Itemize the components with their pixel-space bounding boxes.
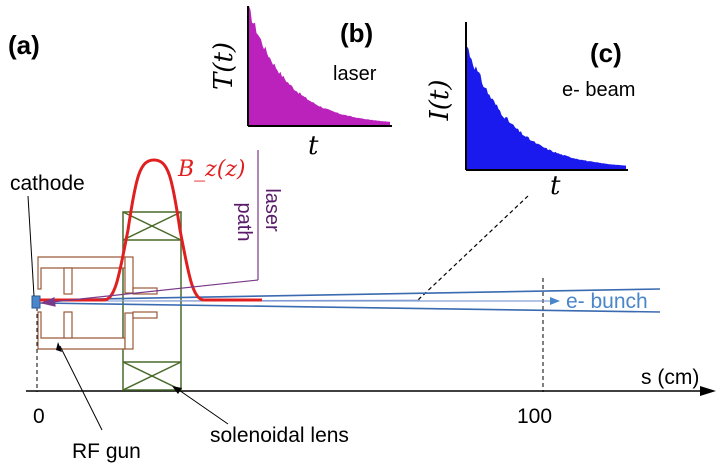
solenoid-leader [175,387,229,425]
inset-c-ylabel: I(t) [425,79,455,121]
bunch-arrowhead [550,297,560,305]
laser-path-label-2: path [233,203,255,242]
inset-c-caption: e- beam [562,79,635,101]
rf-gun-leader-head [56,342,62,352]
panel-label-b: (b) [340,18,373,48]
rf-gun [37,256,158,350]
panel-label-c: (c) [590,38,622,68]
rf-gun-leader [59,345,103,431]
tick-label-0: 0 [33,405,45,428]
s-axis-arrowhead [700,386,716,396]
inset-b-caption: laser [333,63,377,85]
bunch-label: e- bunch [566,290,648,313]
solenoid-leader-head [172,386,182,394]
inset-b-xlabel: t [308,131,319,161]
rf-gun-label: RF gun [72,440,141,463]
ebeam-profile-fill [467,46,626,169]
solenoid-label: solenoidal lens [210,424,349,447]
s-axis: s (cm) 0 100 [26,366,716,428]
laser-profile-fill [249,6,390,125]
bz-label: B_z(z) [177,157,246,182]
bz-field-curve [40,158,262,302]
inset-c-ebeam-profile: I(t) t e- beam [425,22,635,201]
inset-b-ylabel: T(t) [209,42,239,90]
panel-label-a: (a) [8,30,40,60]
beam-envelope [39,288,661,313]
inset-c-xlabel: t [550,171,561,201]
inset-b-laser-profile: T(t) t laser [209,6,392,161]
s-axis-label: s (cm) [641,366,699,389]
inset-c-pointer [417,195,529,301]
laser-path-label-1: laser [261,188,283,232]
cathode-leader [27,195,35,297]
cathode [31,295,41,309]
laser-path [40,150,259,307]
cathode-label: cathode [10,172,85,195]
tick-label-100: 100 [517,405,552,428]
